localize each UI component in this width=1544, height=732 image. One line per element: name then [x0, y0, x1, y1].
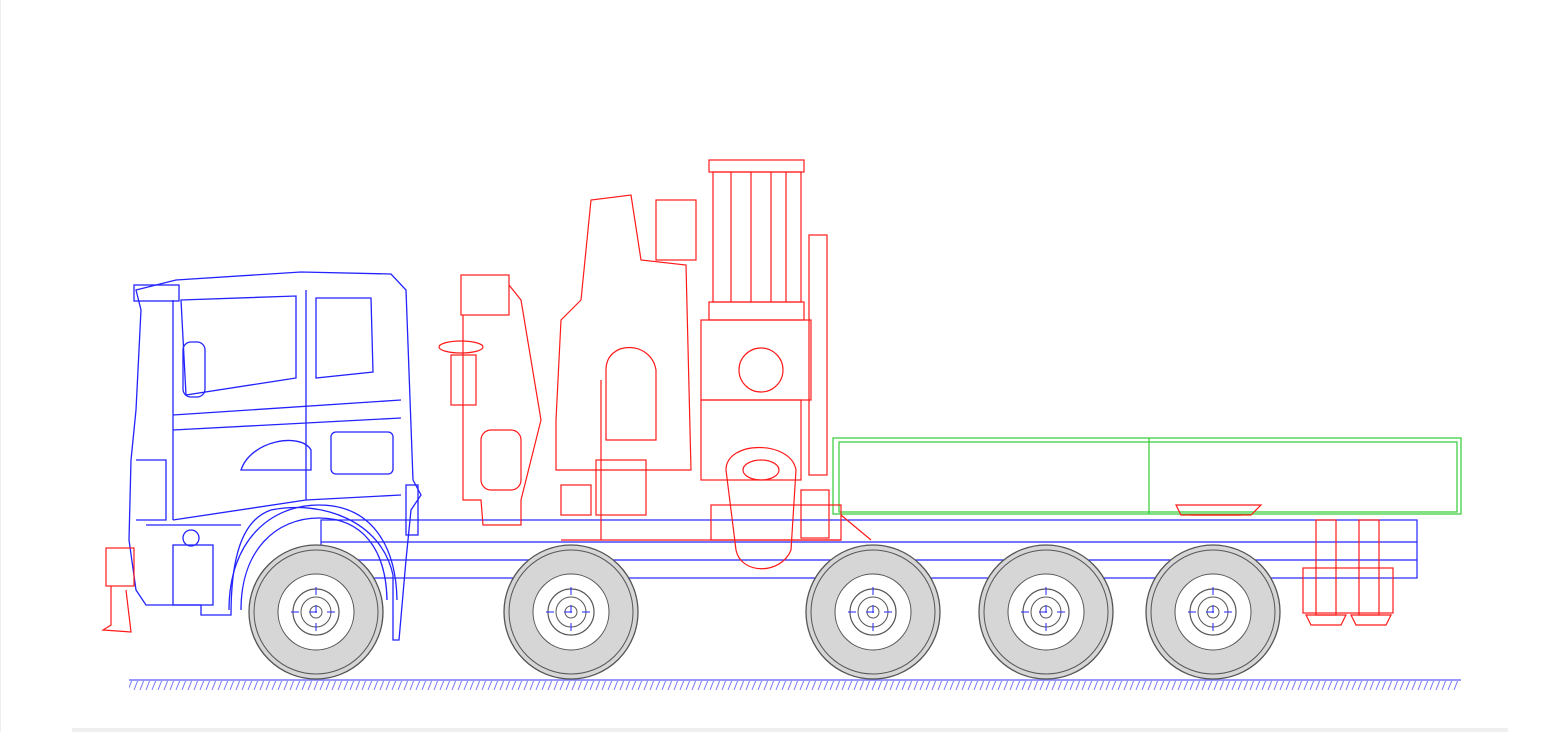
wheels	[248, 544, 1281, 680]
wheel-3	[805, 544, 941, 680]
wheel-2	[503, 544, 639, 680]
flatbed	[832, 437, 1462, 515]
ground-line	[129, 679, 1461, 690]
rear-outriggers	[1302, 519, 1394, 626]
bottom-divider	[72, 728, 1508, 732]
fifth-wheel	[1175, 504, 1263, 516]
wheel-1	[248, 544, 384, 680]
truck-cab	[128, 271, 422, 641]
front-tow-hitch	[101, 547, 135, 633]
wheel-4	[978, 544, 1114, 680]
wheel-5	[1145, 544, 1281, 680]
loader-crane	[438, 159, 872, 570]
